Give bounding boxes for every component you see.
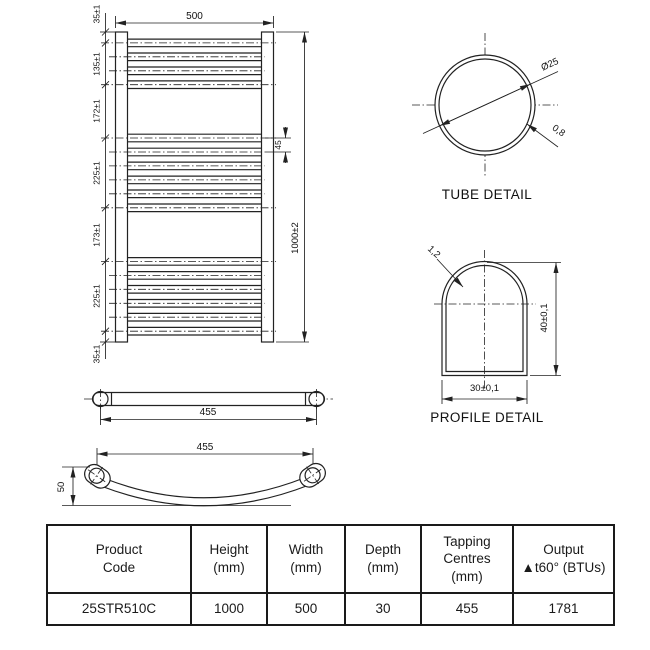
height-dimension: 1000±2 [276, 31, 309, 343]
tube-detail-title: TUBE DETAIL [442, 187, 533, 202]
bar-line [101, 257, 110, 266]
bow-depth-label: 50 [56, 482, 67, 493]
tube-diameter-label: Ø25 [539, 56, 560, 74]
cell-height: 1000 [190, 592, 268, 626]
tube-inner-circle [438, 58, 532, 152]
top-view-centres-label: 455 [200, 407, 217, 418]
chain-label-2: 172±1 [92, 99, 102, 123]
front-view-drawing: 500 1000±2 45 35±1 135±1 172±1 225±1 [92, 4, 309, 363]
header-height: Height(mm) [190, 524, 268, 594]
profile-outer-outline [441, 260, 528, 377]
chain-ticks [101, 28, 110, 346]
chain-label-1: 135±1 [92, 52, 102, 76]
chain-label-5: 225±1 [92, 284, 102, 308]
curved-rail-top-edge [105, 477, 305, 499]
curved-centres-label: 455 [197, 442, 214, 453]
chain-label-0: 35±1 [92, 4, 102, 23]
cell-depth: 30 [344, 592, 422, 626]
curved-view-drawing: 455 50 [56, 442, 326, 507]
width-dim-label: 500 [186, 11, 203, 22]
curved-right-bracket [299, 462, 326, 488]
bar-line [101, 134, 110, 142]
chain-dimensions: 35±1 135±1 172±1 225±1 173±1 225±1 35±1 [92, 4, 116, 363]
cell-width: 500 [266, 592, 346, 626]
cell-output: 1781 [512, 592, 615, 626]
bar-line [101, 327, 110, 336]
bar-pitch-label: 45 [273, 140, 283, 150]
bar-line [101, 203, 110, 212]
right-post [260, 31, 275, 343]
bar-pitch-dimension: 45 [265, 127, 291, 163]
profile-height-label: 40±0,1 [539, 304, 550, 333]
header-output: Output▲t60° (BTUs) [512, 524, 615, 594]
curved-left-bracket [84, 463, 111, 489]
cell-tapping-centres: 455 [420, 592, 514, 626]
top-view-drawing: 455 [84, 389, 333, 425]
cell-product-code: 25STR510C [46, 592, 192, 626]
profile-width-label: 30±0,1 [470, 383, 499, 394]
width-dimension: 500 [115, 11, 274, 28]
left-post [114, 31, 129, 343]
header-depth: Depth(mm) [344, 524, 422, 594]
tube-detail-drawing: Ø25 0,8 TUBE DETAIL [412, 33, 567, 202]
profile-wall-label: 1,2 [425, 244, 442, 261]
chain-label-6: 35±1 [92, 344, 102, 363]
profile-detail-title: PROFILE DETAIL [430, 410, 543, 425]
bar-line [101, 338, 110, 346]
tube-wall-label: 0,8 [550, 123, 567, 140]
profile-detail-drawing: 1,2 40±0,1 30±0,1 PROFILE DETAIL [425, 244, 561, 425]
bar-line [101, 80, 110, 89]
spec-data-row: 25STR510C 1000 500 30 455 1781 [46, 592, 615, 626]
profile-inner-outline [445, 264, 524, 373]
chain-label-3: 225±1 [92, 161, 102, 185]
bar-line [101, 39, 110, 47]
height-dim-label: 1000±2 [290, 222, 301, 254]
bar-line [101, 28, 110, 36]
radiator-bars [101, 38, 276, 336]
chain-label-4: 173±1 [92, 223, 102, 247]
rail-body [91, 391, 326, 407]
header-width: Width(mm) [266, 524, 346, 594]
